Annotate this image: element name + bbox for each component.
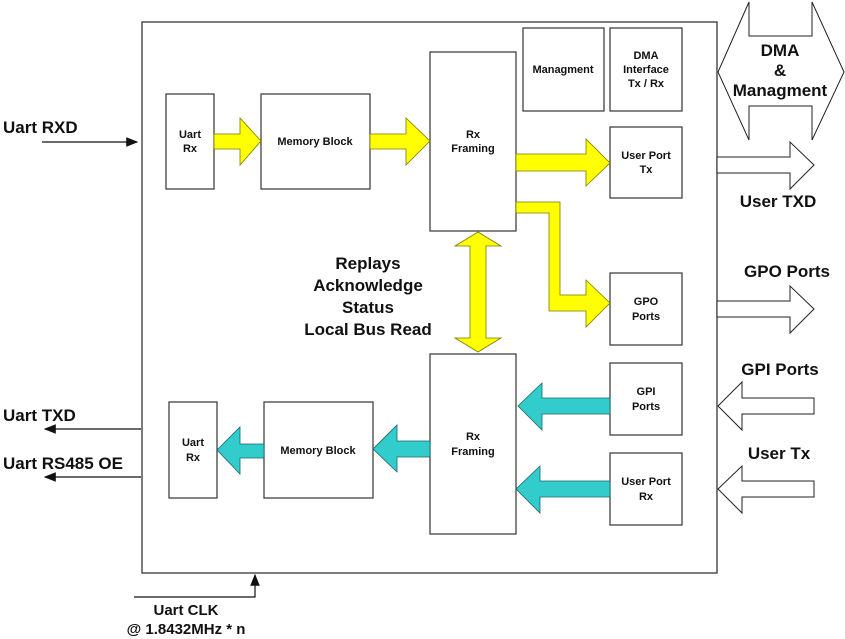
uart-rs485-oe-label: Uart RS485 OE <box>3 454 123 473</box>
yellow-arrow-uart-to-memory <box>213 116 262 167</box>
yellow-arrow-framing-to-gpo <box>515 201 611 328</box>
bus-label-status: Status <box>342 298 394 317</box>
uart-rx-bottom-label-2: Rx <box>186 452 201 464</box>
yellow-bidirectional-bus-arrow <box>453 231 503 353</box>
dma-interface-block: DMA Interface Tx / Rx <box>609 27 683 112</box>
rx-framing-top-label-2: Framing <box>451 143 494 155</box>
user-port-rx-label-1: User Port <box>621 476 671 488</box>
gpo-ports-label-2: Ports <box>632 311 660 323</box>
uart-clk-label: Uart CLK <box>153 602 218 619</box>
dma-interface-label-2: Interface <box>623 64 669 76</box>
yellow-arrow-framing-to-userport <box>515 138 611 187</box>
dma-interface-label-3: Tx / Rx <box>628 78 665 90</box>
gpi-ports-label-1: GPI <box>637 386 656 398</box>
user-port-tx-block: User Port Tx <box>609 126 683 199</box>
gpi-ports-label-2: Ports <box>632 401 660 413</box>
uart-clk-frequency-label: @ 1.8432MHz * n <box>127 621 246 638</box>
uart-txd-label: Uart TXD <box>3 406 76 425</box>
rx-framing-bottom-label-2: Framing <box>451 446 494 458</box>
gpo-ports-external-label: GPO Ports <box>744 262 830 281</box>
yellow-arrow-memory-to-framing <box>369 117 431 166</box>
dma-interface-label-1: DMA <box>633 50 658 62</box>
bus-label-acknowledge: Acknowledge <box>313 276 423 295</box>
uart-rx-top-block: Uart Rx <box>165 93 215 190</box>
user-tx-external-label: User Tx <box>748 444 811 463</box>
user-port-rx-block: User Port Rx <box>609 452 683 526</box>
uart-rx-bottom-block: Uart Rx <box>168 401 218 499</box>
user-txd-output-arrow <box>716 140 815 191</box>
user-txd-label: User TXD <box>740 192 817 211</box>
rx-framing-top-block: Rx Framing <box>429 51 517 232</box>
managment-block: Managment <box>522 27 605 112</box>
gpo-ports-block: GPO Ports <box>609 272 683 346</box>
bus-label-local-bus-read: Local Bus Read <box>304 320 432 339</box>
cyan-arrow-framing-to-memory <box>372 424 431 473</box>
dma-managment-label-3: Managment <box>733 81 828 100</box>
gpo-ports-label-1: GPO <box>634 296 659 308</box>
user-port-tx-label-2: Tx <box>640 164 654 176</box>
user-port-rx-label-2: Rx <box>639 491 654 503</box>
uart-rx-top-label-1: Uart <box>179 129 201 141</box>
rx-framing-top-label-1: Rx <box>466 129 481 141</box>
managment-label: Managment <box>532 64 593 76</box>
gpo-ports-output-arrow <box>716 284 815 335</box>
rx-framing-bottom-block: Rx Framing <box>429 353 517 535</box>
dma-managment-label-1: DMA <box>761 41 800 60</box>
rx-framing-bottom-label-1: Rx <box>466 431 481 443</box>
cyan-arrow-memory-to-uart <box>216 426 265 475</box>
cyan-arrow-gpi-to-framing <box>517 382 611 431</box>
memory-block-bottom-label: Memory Block <box>280 445 356 457</box>
uart-rxd-label: Uart RXD <box>3 118 78 137</box>
user-tx-input-arrow <box>717 464 815 515</box>
memory-block-bottom: Memory Block <box>263 401 374 499</box>
cyan-arrow-userport-to-framing <box>515 465 611 514</box>
uart-rx-top-label-2: Rx <box>183 143 198 155</box>
gpi-ports-block: GPI Ports <box>609 362 683 436</box>
uart-clk-arrow <box>134 573 260 598</box>
memory-block-top: Memory Block <box>260 93 371 190</box>
gpi-ports-input-arrow <box>717 380 815 432</box>
memory-block-top-label: Memory Block <box>277 136 353 148</box>
dma-managment-label-2: & <box>774 61 786 80</box>
bus-label-replays: Replays <box>335 254 400 273</box>
bus-label: Replays Acknowledge Status Local Bus Rea… <box>304 254 432 339</box>
uart-rx-bottom-label-1: Uart <box>182 437 204 449</box>
dma-managment-bidirectional-arrow <box>717 1 845 141</box>
gpi-ports-external-label: GPI Ports <box>741 360 818 379</box>
user-port-tx-label-1: User Port <box>621 150 671 162</box>
